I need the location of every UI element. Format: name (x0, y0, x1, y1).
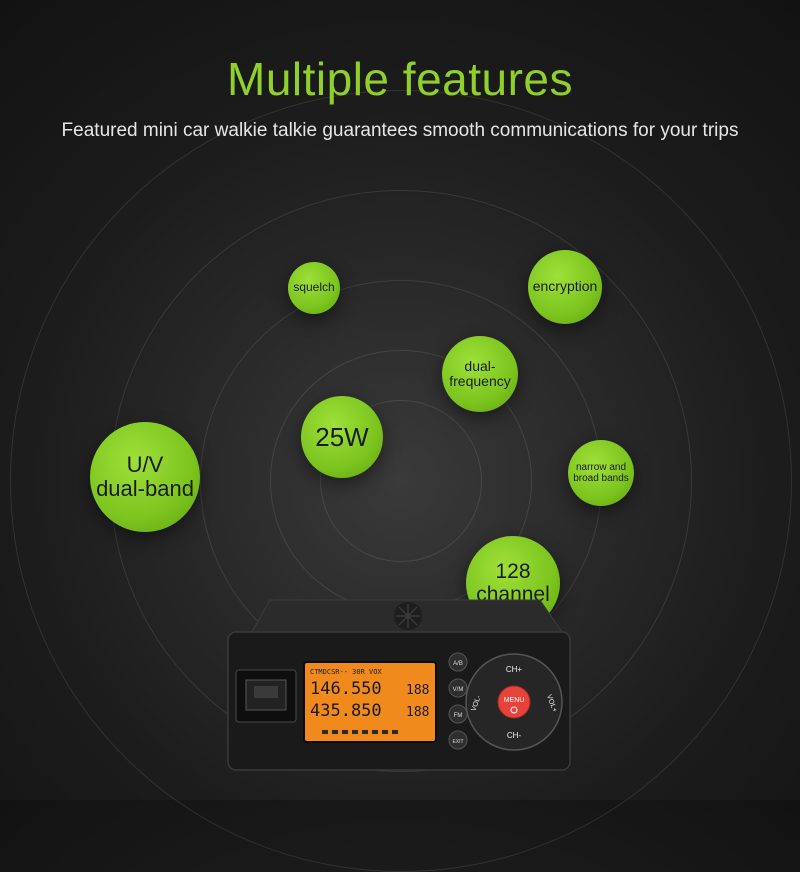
svg-text:EXIT: EXIT (452, 739, 463, 745)
menu-button (497, 685, 531, 719)
ch-down-button: CH- (507, 731, 522, 740)
lcd-ch-b: 188 (406, 705, 429, 720)
feature-label: dual- (464, 357, 496, 374)
control-pad: CH+ CH- VOL- VOL+ MENU (465, 653, 563, 751)
lcd-ch-a: 188 (406, 683, 429, 698)
lcd-status-line: CTMDCSR-- 30R VOX (310, 668, 382, 676)
feature-label: 25W (315, 421, 369, 452)
feature-narrow-broad-bands: narrow and broad bands (568, 440, 634, 506)
feature-label: U/V (126, 451, 164, 477)
svg-text:V/M: V/M (453, 687, 464, 693)
svg-text:MENU: MENU (504, 697, 525, 704)
vm-button (448, 678, 468, 698)
feature-label: squelch (293, 280, 335, 295)
lcd-freq-a: 146.550 (310, 679, 382, 699)
exit-button (448, 730, 468, 750)
svg-text:A/B: A/B (453, 661, 463, 667)
feature-power-25w: 25W (301, 396, 383, 478)
feature-squelch: squelch (288, 262, 340, 314)
feature-encryption: encryption (528, 250, 602, 324)
feature-uv-dual-band: U/V dual-band (90, 422, 200, 532)
feature-label: broad bands (573, 473, 629, 484)
lcd-signal-bars (322, 730, 398, 734)
mobile-radio: CTMDCSR-- 30R VOX 146.550 188 435.850 18… (227, 599, 571, 771)
ab-button (448, 652, 468, 672)
power-icon (510, 706, 518, 714)
feature-label: 128 (495, 559, 531, 583)
page-title: Multiple features (227, 53, 573, 105)
feature-dual-frequency: dual- frequency (442, 336, 518, 412)
feature-label: encryption (532, 278, 598, 295)
page-subtitle: Featured mini car walkie talkie guarante… (61, 120, 739, 141)
svg-text:FM: FM (454, 713, 463, 719)
lcd-screen (303, 661, 437, 743)
ch-up-button: CH+ (506, 665, 523, 674)
mic-jack-contacts (254, 686, 278, 698)
speaker-grille-slots (396, 604, 420, 628)
feature-label: narrow and (575, 462, 627, 473)
lcd-freq-b: 435.850 (310, 701, 382, 721)
side-buttons: A/B V/M FM EXIT (448, 652, 468, 750)
feature-label: frequency (449, 373, 511, 389)
feature-label: dual-band (96, 476, 194, 501)
